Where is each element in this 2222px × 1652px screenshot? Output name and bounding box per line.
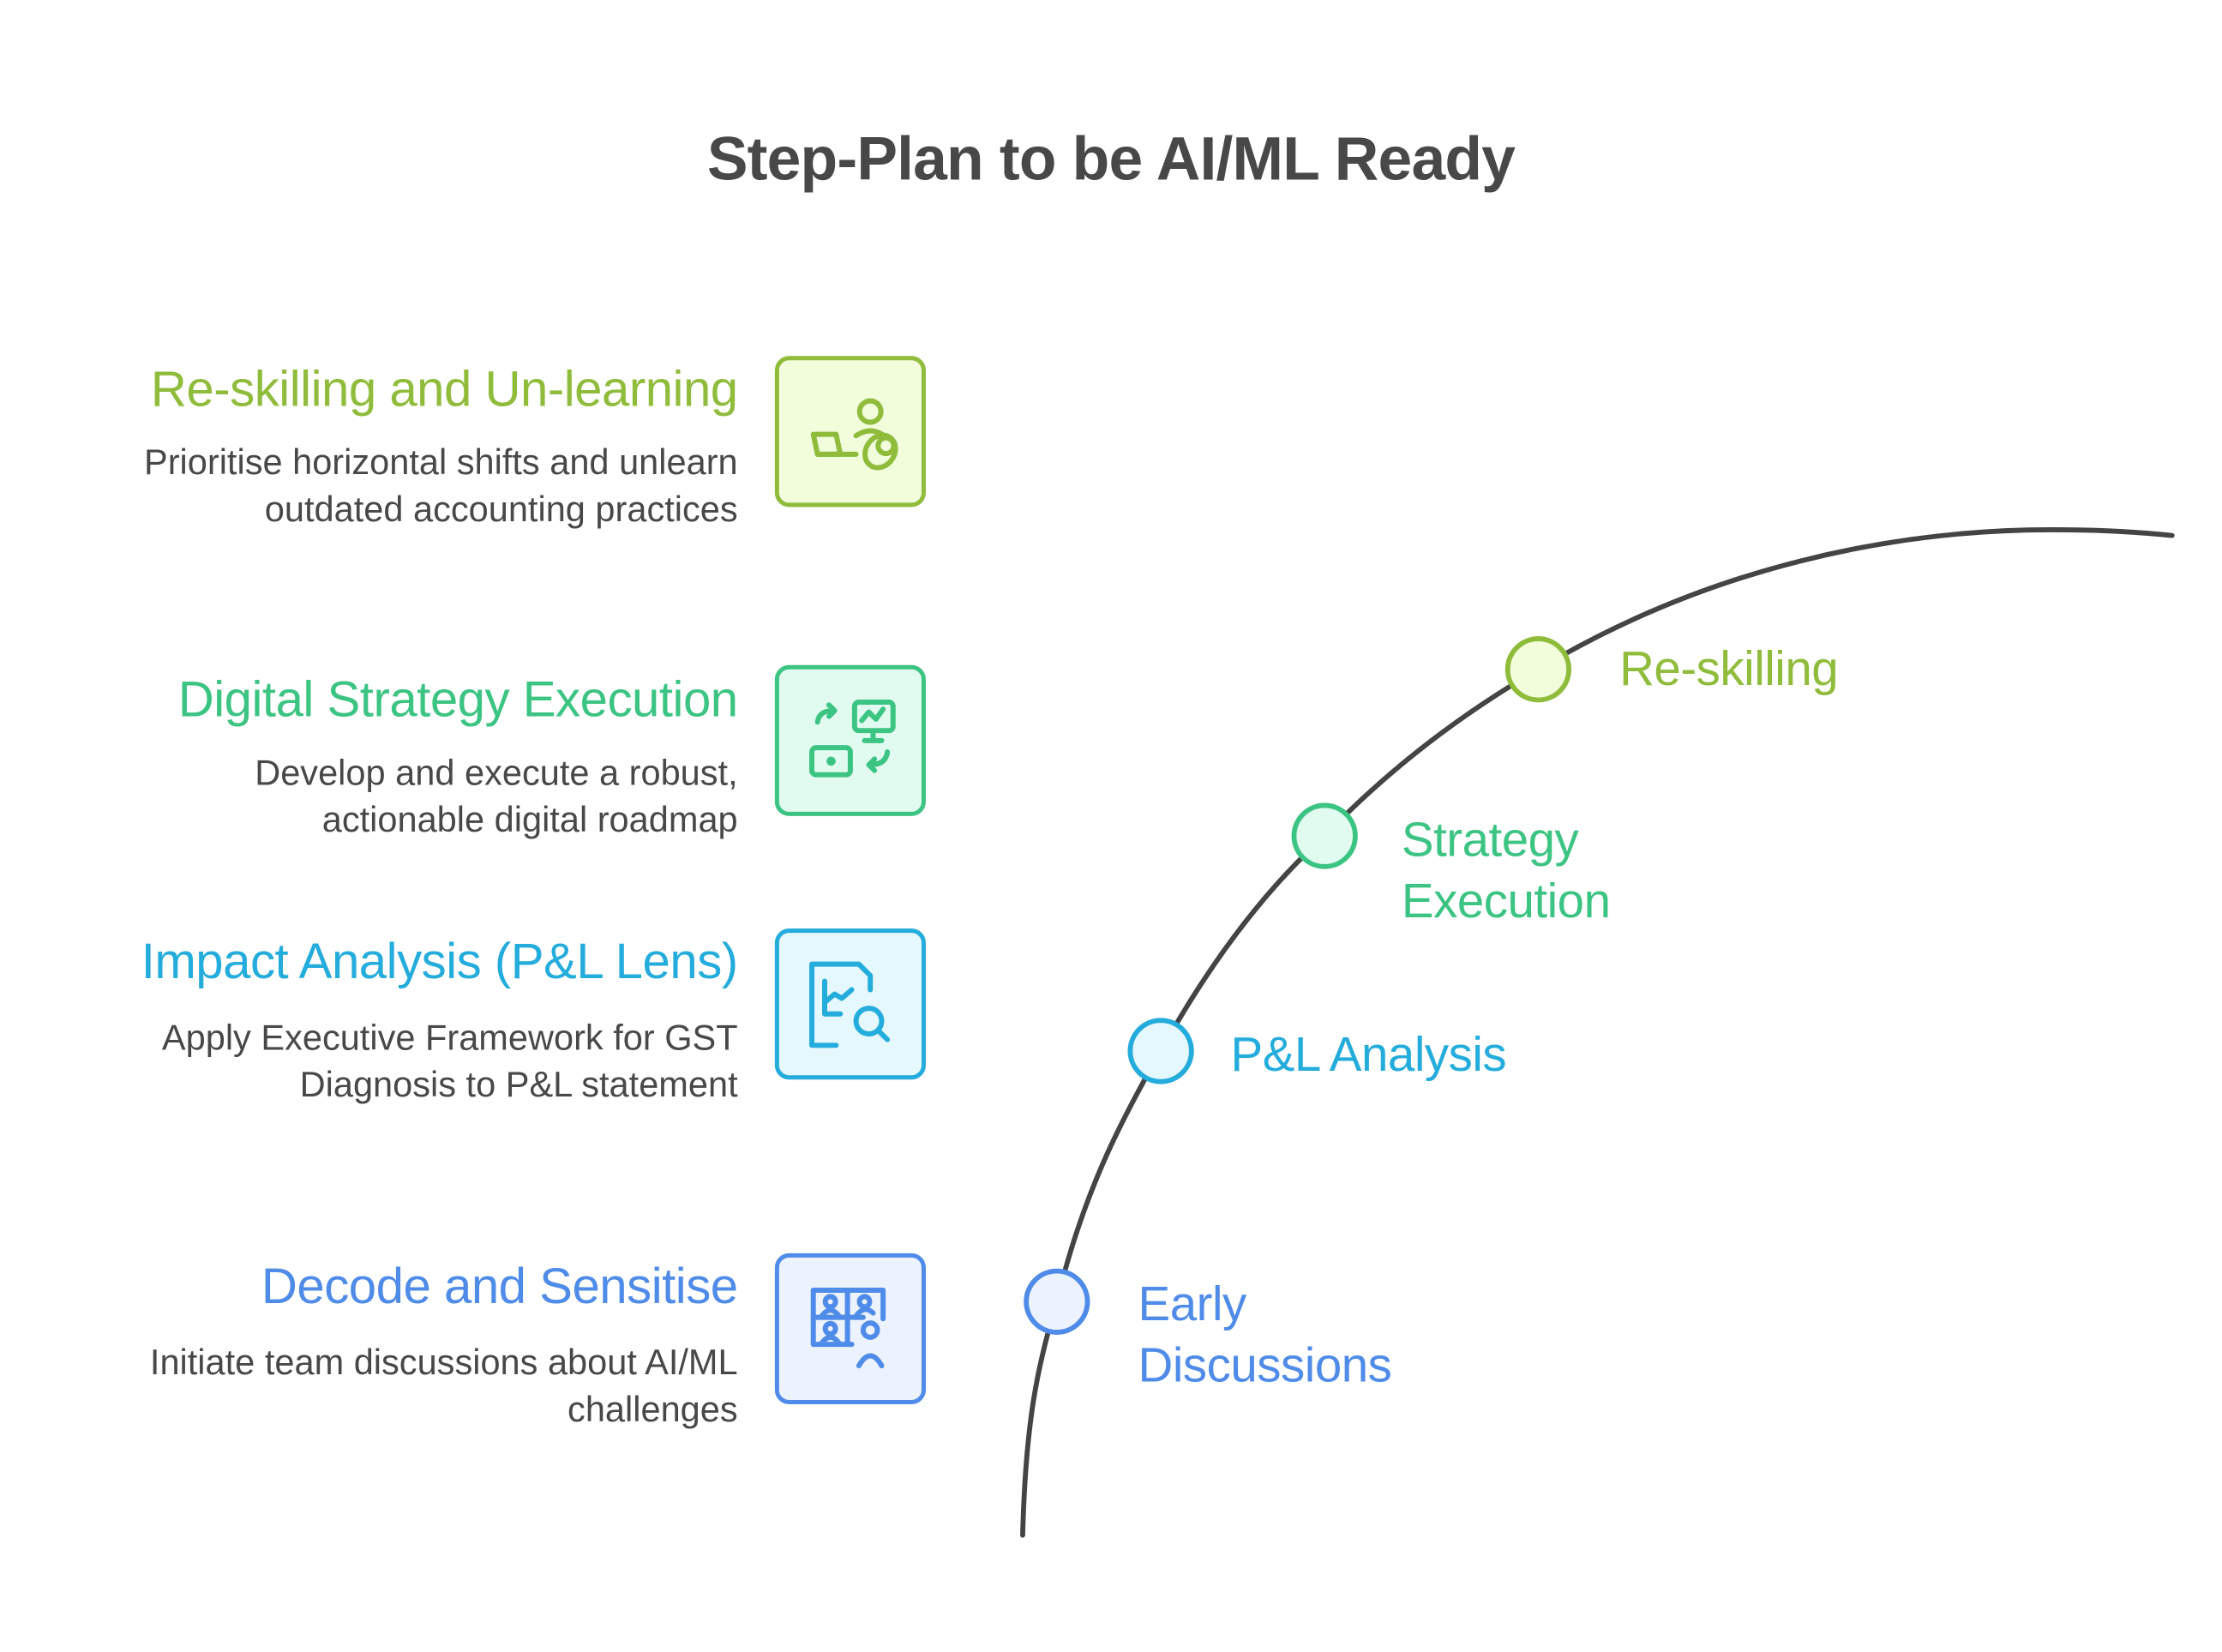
step-decode-sensitise: Decode and Sensitise Initiate team discu…	[82, 1256, 738, 1434]
milestone-label-reskilling: Re-skilling	[1619, 642, 1839, 697]
step-heading: Decode and Sensitise	[261, 1259, 738, 1315]
milestone-label-early-discussions: Early Discussions	[1138, 1277, 1392, 1393]
step-description: Initiate team discussions about AI/ML ch…	[149, 1343, 738, 1430]
milestone-marker-early-discussions	[1024, 1268, 1090, 1335]
step-reskilling: Re-skilling and Un-learning Prioritise h…	[82, 359, 738, 534]
milestone-marker-reskilling	[1504, 636, 1572, 703]
step-description: Develop and execute a robust, actionable…	[255, 753, 738, 841]
person-laptop-baby-icon	[774, 356, 926, 508]
step-impact-analysis: Impact Analysis (P&L Lens) Apply Executi…	[82, 931, 738, 1109]
step-heading: Digital Strategy Execution	[177, 672, 738, 728]
step-heading: Impact Analysis (P&L Lens)	[141, 934, 738, 990]
step-heading: Re-skilling and Un-learning	[150, 361, 738, 418]
milestone-label-strategy: Strategy Execution	[1401, 813, 1611, 929]
strategy-exchange-monitor-icon	[774, 664, 926, 816]
milestone-marker-pl-analysis	[1127, 1018, 1194, 1084]
step-digital-strategy: Digital Strategy Execution Develop and e…	[82, 670, 738, 844]
step-description: Apply Executive Framework for GST Diagno…	[161, 1018, 738, 1106]
page-title: Step-Plan to be AI/ML Ready	[706, 125, 1516, 194]
report-search-icon	[774, 928, 926, 1080]
video-conference-icon	[774, 1253, 926, 1404]
step-description: Prioritise horizontal shifts and unlearn…	[143, 442, 738, 530]
milestone-label-pl-analysis: P&L Analysis	[1230, 1028, 1507, 1083]
milestone-marker-strategy	[1291, 802, 1358, 869]
